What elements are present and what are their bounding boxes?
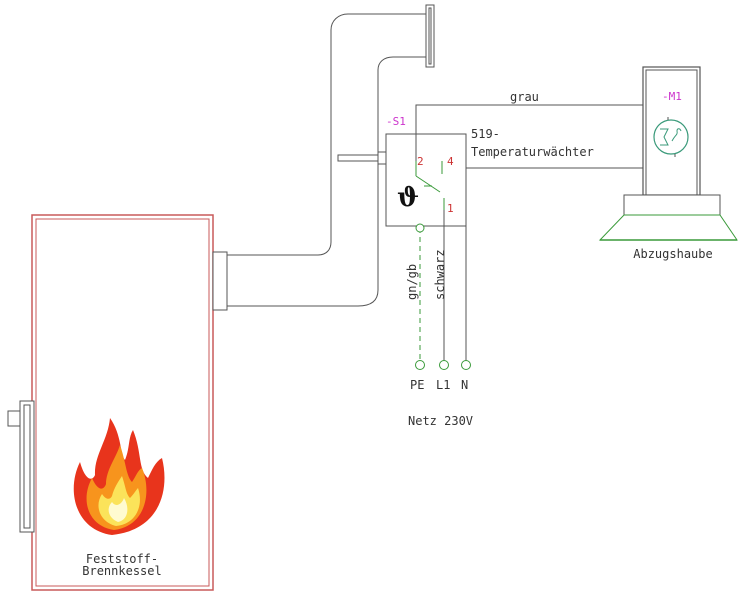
terminal-1: 1 — [447, 202, 454, 215]
schwarz-label: schwarz — [433, 249, 447, 300]
pe-label: PE — [410, 378, 424, 392]
grau-label: grau — [510, 90, 539, 104]
flame-icon — [73, 418, 165, 535]
extractor-hood-icon: -M1 Abzugshaube — [598, 66, 738, 261]
gngb-label: gn/gb — [405, 264, 419, 300]
terminal-4: 4 — [447, 155, 454, 168]
hood-box — [623, 194, 721, 216]
m1-label: -M1 — [662, 90, 682, 103]
thermostat: -S1 2 4 1 ϑ — [385, 115, 467, 227]
netz-label: Netz 230V — [408, 414, 473, 428]
boiler-outer-frame — [31, 214, 214, 591]
flue-pipe — [227, 4, 435, 307]
boiler-label-line2: Brennkessel — [82, 564, 161, 578]
n-terminal — [461, 360, 471, 370]
hood-chimney-outer — [642, 66, 701, 196]
theta-symbol: ϑ — [397, 183, 419, 213]
thermostat-housing — [385, 133, 467, 227]
flue-pipe-flange — [425, 4, 435, 68]
flue-pipe-flange-inner — [428, 7, 432, 65]
abzugshaube-label: Abzugshaube — [633, 247, 712, 261]
thermostat-label-line2: Temperaturwächter — [471, 145, 594, 159]
boiler-door-hinge — [19, 400, 35, 533]
flue-outlet — [212, 251, 228, 311]
boiler-door-knob — [7, 410, 21, 427]
boiler-inner-frame — [35, 218, 210, 587]
mains-terminals: PE L1 N Netz 230V — [408, 360, 473, 428]
pe-terminal — [415, 360, 425, 370]
flue-pipe-inner-wall — [227, 13, 426, 256]
s1-label: -S1 — [386, 115, 406, 128]
n-label: N — [461, 378, 468, 392]
l1-label: L1 — [436, 378, 450, 392]
hood-canopy — [598, 214, 738, 241]
motor-icon — [653, 117, 689, 157]
sensor-probe-collar — [377, 151, 387, 165]
thermostat-label-line1: 519- — [471, 127, 500, 141]
boiler-door-hinge-inner — [23, 404, 31, 529]
boiler-label-line1: Feststoff- — [86, 552, 158, 566]
switch-contacts — [415, 161, 445, 210]
pe-terminal-ring — [415, 223, 425, 233]
flue-pipe-outer-wall — [227, 56, 426, 307]
boiler: Feststoff- Brennkessel — [7, 214, 228, 591]
l1-terminal — [439, 360, 449, 370]
terminal-2: 2 — [417, 155, 424, 168]
